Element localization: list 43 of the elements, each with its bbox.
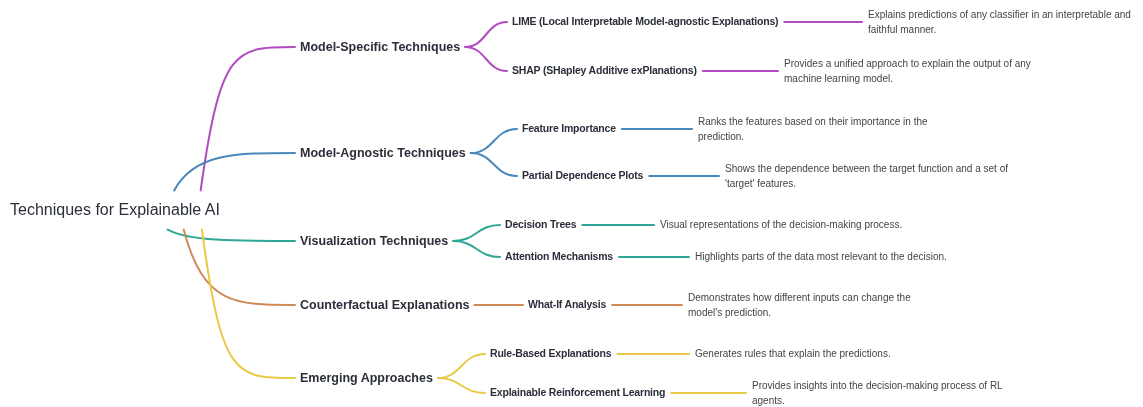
connector-line — [670, 392, 747, 394]
description-text: Highlights parts of the data most relevant to the decision. — [695, 249, 1005, 265]
subtopic: What-If Analysis — [528, 297, 607, 313]
connector-line — [648, 175, 720, 177]
connector-line — [182, 228, 296, 306]
subtopic: Decision Trees — [505, 217, 577, 233]
connector-line — [452, 240, 501, 258]
description-text: Ranks the features based on their importance in the prediction. — [698, 114, 958, 144]
subtopic: Partial Dependence Plots — [522, 168, 644, 184]
connector-line — [473, 304, 524, 306]
connector-line — [783, 21, 863, 23]
branch-topic: Counterfactual Explanations — [300, 295, 470, 315]
branch-topic: Visualization Techniques — [300, 231, 449, 251]
connector-line — [436, 377, 486, 394]
connector-line — [173, 152, 296, 192]
subtopic: SHAP (SHapley Additive exPlanations) — [512, 63, 697, 79]
subtopic: Attention Mechanisms — [505, 249, 613, 265]
connector-line — [199, 46, 296, 192]
description-text: Provides a unified approach to explain the output of any machine learning model. — [784, 56, 1064, 86]
description-text: Visual representations of the decision-making process. — [660, 217, 960, 233]
connector-line — [469, 152, 518, 177]
branch-topic: Model-Specific Techniques — [300, 37, 461, 57]
connector-line — [620, 128, 693, 130]
description-text: Provides insights into the decision-making process of RL agents. — [752, 378, 1022, 407]
connector-line — [701, 70, 779, 72]
description-text: Demonstrates how different inputs can change the model's prediction. — [688, 290, 938, 320]
connector-line — [611, 304, 683, 306]
branch-topic: Model-Agnostic Techniques — [300, 143, 466, 163]
connector-line — [464, 46, 508, 72]
subtopic: Rule-Based Explanations — [490, 346, 612, 362]
subtopic: Feature Importance — [522, 121, 616, 137]
description-text: Explains predictions of any classifier in an interpretable and faithful manner. — [868, 7, 1140, 37]
connector-line — [166, 228, 296, 242]
subtopic: Explainable Reinforcement Learning — [490, 385, 666, 401]
connector-line — [200, 228, 296, 379]
subtopic: LIME (Local Interpretable Model-agnostic Explanations) — [512, 14, 779, 30]
description-text: Shows the dependence between the target function and a set of 'target' features. — [725, 161, 1015, 191]
description-text: Generates rules that explain the predictions. — [695, 346, 955, 362]
connector-line — [581, 224, 655, 226]
branch-topic: Emerging Approaches — [300, 368, 433, 388]
connector-line — [618, 256, 690, 258]
root-topic: Techniques for Explainable AI — [10, 198, 220, 222]
connector-line — [616, 353, 690, 355]
